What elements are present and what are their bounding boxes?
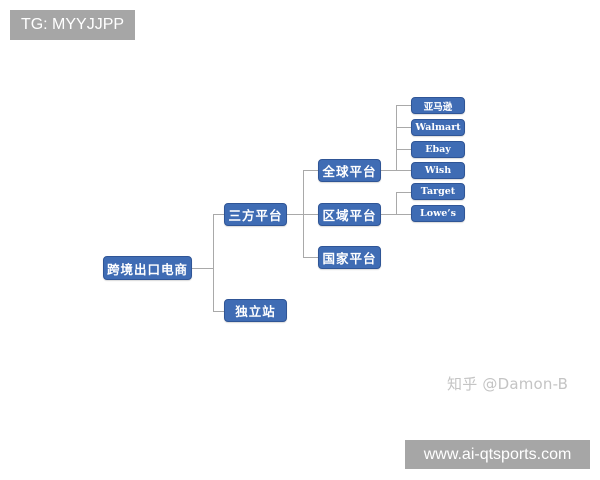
connector-global-out <box>381 170 396 171</box>
connector-root-trunk <box>213 214 214 312</box>
connector-root-out <box>191 268 213 269</box>
connector-to-regional <box>303 214 318 215</box>
connector-third-party-out <box>287 214 303 215</box>
telegram-badge: TG: MYYJJPP <box>10 10 135 40</box>
connector-to-global <box>303 170 318 171</box>
connector-to-third-party <box>213 214 224 215</box>
connector-to-ebay <box>396 149 411 150</box>
node-independent-site[interactable]: 独立站 <box>224 299 287 322</box>
connector-to-lowes <box>396 214 411 215</box>
node-global-platform[interactable]: 全球平台 <box>318 159 381 182</box>
node-regional-platform[interactable]: 区域平台 <box>318 203 381 226</box>
connector-to-target <box>396 192 411 193</box>
node-national-platform[interactable]: 国家平台 <box>318 246 381 269</box>
connector-regional-trunk <box>396 192 397 215</box>
connector-to-walmart <box>396 127 411 128</box>
node-amazon[interactable]: 亚马逊 <box>411 97 465 114</box>
connector-regional-out <box>381 214 396 215</box>
zhihu-watermark: 知乎 @Damon-B <box>447 375 569 393</box>
node-third-party-platform[interactable]: 三方平台 <box>224 203 287 226</box>
connector-global-trunk <box>396 105 397 171</box>
connector-to-wish <box>396 170 411 171</box>
node-walmart[interactable]: Walmart <box>411 119 465 136</box>
node-wish[interactable]: Wish <box>411 162 465 179</box>
node-cross-border-export-ecommerce[interactable]: 跨境出口电商 <box>103 256 192 280</box>
node-target[interactable]: Target <box>411 183 465 200</box>
connector-to-national <box>303 257 318 258</box>
node-ebay[interactable]: Ebay <box>411 141 465 158</box>
connector-to-independent <box>213 311 224 312</box>
node-lowes[interactable]: Lowe’s <box>411 205 465 222</box>
connector-to-amazon <box>396 105 411 106</box>
website-badge: www.ai-qtsports.com <box>405 440 590 469</box>
